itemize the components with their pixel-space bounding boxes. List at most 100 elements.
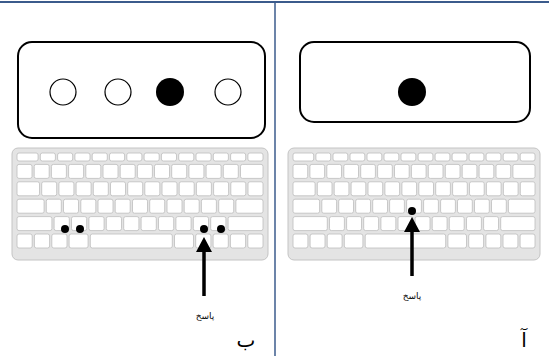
key [110, 153, 125, 161]
key [385, 182, 400, 196]
key [368, 182, 383, 196]
response-label: پاسخ [403, 292, 422, 302]
key [441, 199, 456, 213]
key [436, 182, 451, 196]
key [241, 164, 264, 178]
key [350, 153, 365, 161]
key [175, 234, 194, 248]
key-dot [76, 225, 84, 233]
key-dot [408, 207, 416, 215]
key [469, 234, 484, 248]
arrow-head [196, 237, 212, 252]
key [219, 199, 234, 213]
key [316, 153, 331, 161]
key [17, 182, 40, 196]
key [81, 199, 96, 213]
key [201, 199, 216, 213]
key [293, 217, 327, 231]
key [17, 199, 44, 213]
key [206, 164, 221, 178]
screen-box [18, 42, 265, 138]
key [384, 153, 399, 161]
key [445, 164, 460, 178]
key [106, 217, 121, 231]
key [75, 153, 90, 161]
key [496, 164, 511, 178]
key [213, 153, 228, 161]
key [467, 217, 482, 231]
key [310, 234, 325, 248]
key [58, 153, 73, 161]
key [322, 199, 337, 213]
key [128, 182, 143, 196]
filled-circle [398, 78, 426, 106]
key [145, 182, 160, 196]
key [52, 234, 67, 248]
key [486, 153, 501, 161]
key [365, 234, 446, 248]
key [92, 153, 107, 161]
key [293, 182, 315, 196]
key [486, 234, 501, 248]
key [520, 153, 535, 161]
key [133, 199, 148, 213]
key [228, 217, 263, 231]
key [40, 153, 55, 161]
key [34, 164, 49, 178]
key [402, 182, 417, 196]
key [196, 182, 211, 196]
key [310, 164, 325, 178]
key [51, 164, 66, 178]
key [448, 234, 467, 248]
arrow-head [404, 217, 420, 232]
key [513, 164, 535, 178]
key-dot [61, 225, 69, 233]
key [230, 234, 245, 248]
response-arrow [410, 230, 414, 276]
key [424, 199, 439, 213]
key [162, 182, 177, 196]
key [137, 164, 152, 178]
key [347, 217, 362, 231]
key [34, 234, 49, 248]
key [176, 217, 191, 231]
key [381, 217, 396, 231]
key [317, 182, 332, 196]
panel-letter: آ [521, 329, 527, 351]
key [214, 182, 229, 196]
key [503, 234, 518, 248]
key [236, 199, 263, 213]
key [155, 164, 170, 178]
key [161, 153, 176, 161]
key [419, 182, 434, 196]
key [367, 153, 382, 161]
key [103, 164, 118, 178]
key [179, 153, 194, 161]
key [150, 199, 165, 213]
key [418, 153, 433, 161]
key [127, 153, 142, 161]
key [390, 199, 405, 213]
key [196, 153, 211, 161]
key [213, 234, 228, 248]
key [86, 164, 101, 178]
key-dot [200, 225, 208, 233]
open-circle [215, 79, 241, 105]
key [17, 217, 52, 231]
key [159, 217, 174, 231]
response-arrow [202, 250, 206, 296]
key [453, 182, 468, 196]
key [449, 217, 464, 231]
key [520, 234, 535, 248]
key [395, 164, 410, 178]
key [231, 182, 246, 196]
key [69, 234, 88, 248]
key [248, 182, 263, 196]
key [330, 217, 345, 231]
key [327, 164, 342, 178]
key [59, 182, 74, 196]
key [508, 199, 535, 213]
key [184, 199, 199, 213]
